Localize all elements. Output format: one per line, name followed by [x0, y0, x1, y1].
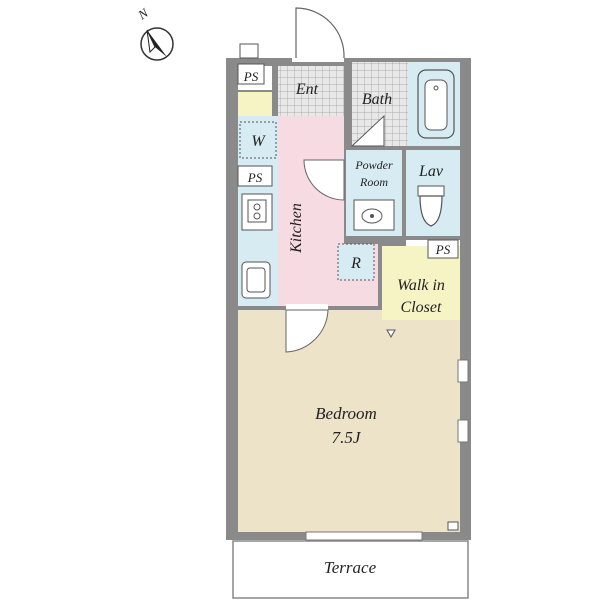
lavatory-label: Lav [418, 163, 444, 180]
bedroom-door [285, 304, 329, 353]
refrigerator-label: R [350, 255, 361, 272]
shoe-box [238, 92, 272, 116]
entrance [278, 66, 344, 116]
ps-box-1 [237, 63, 265, 85]
stove [241, 193, 273, 231]
compass: N [134, 4, 174, 61]
wash-basin [353, 199, 395, 231]
closet-label-2: Closet [401, 299, 442, 316]
ps-label-3: PS [435, 242, 451, 257]
bathtub [417, 69, 455, 139]
closet-label-1: Walk in [397, 277, 445, 294]
terrace-window [305, 531, 423, 541]
terrace-label: Terrace [324, 558, 377, 577]
entrance-label: Ent [295, 81, 319, 98]
washer-space [239, 121, 277, 159]
window-2 [457, 419, 469, 443]
bath-door [350, 114, 385, 147]
compass-label: N [134, 4, 152, 23]
ps-label-1: PS [243, 69, 259, 84]
toilet [417, 185, 445, 227]
terrace: Terrace [232, 540, 469, 599]
kitchen-label: Kitchen [288, 203, 305, 254]
powder-door [303, 159, 345, 201]
bedroom-size: 7.5J [332, 428, 362, 447]
ps-box-3 [427, 239, 459, 259]
bedroom [238, 310, 460, 532]
kitchen-sink [241, 261, 271, 299]
bath-label: Bath [362, 91, 392, 108]
bedroom-label: Bedroom [315, 404, 377, 423]
north-arrow-icon [140, 27, 174, 61]
pipe-top [239, 43, 259, 59]
powder-room-label-1: Powder [354, 158, 393, 172]
washer-label: W [251, 133, 266, 150]
closet-door-marker [386, 329, 396, 339]
ps-label-2: PS [247, 170, 263, 185]
entrance-door [292, 7, 345, 62]
air-vent [447, 521, 459, 531]
ps-box-2 [237, 165, 273, 187]
kitchen [278, 116, 344, 306]
powder-room-label-2: Room [359, 175, 388, 189]
window-1 [457, 359, 469, 383]
refrigerator-space [337, 243, 375, 281]
